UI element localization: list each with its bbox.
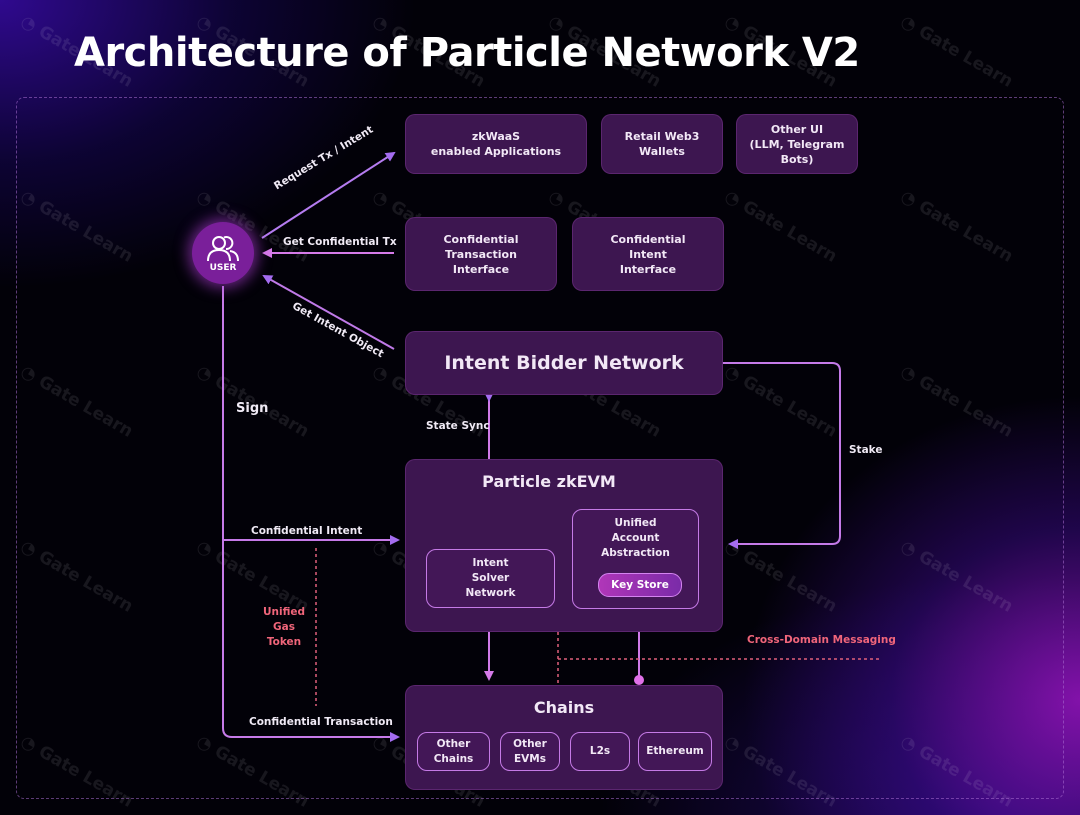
user-node[interactable]: USER: [192, 222, 254, 284]
chain-other-evms[interactable]: Other EVMs: [500, 732, 560, 771]
get-confidential-tx-label: Get Confidential Tx: [283, 236, 397, 248]
app-zkwaas[interactable]: zkWaaS enabled Applications: [405, 114, 587, 174]
key-store-dot-bottom: [634, 675, 644, 685]
get-intent-object-arrow: [262, 275, 395, 350]
sign-label: Sign: [236, 401, 269, 416]
confidential-transaction-interface[interactable]: Confidential Transaction Interface: [405, 217, 557, 291]
request-arrow: [261, 151, 396, 239]
app-other-ui[interactable]: Other UI (LLM, Telegram Bots): [736, 114, 858, 174]
confidential-intent-interface[interactable]: Confidential Intent Interface: [572, 217, 724, 291]
chain-l2s[interactable]: L2s: [570, 732, 630, 771]
users-icon: [207, 235, 239, 261]
chains-title: Chains: [533, 698, 595, 717]
zkevm-title: Particle zkEVM: [482, 472, 616, 491]
cross-domain-label: Cross-Domain Messaging: [747, 634, 896, 646]
particle-zkevm[interactable]: Particle zkEVM: [405, 459, 723, 632]
sign-line: [222, 286, 400, 742]
app-retail-wallets[interactable]: Retail Web3 Wallets: [601, 114, 723, 174]
chain-ethereum[interactable]: Ethereum: [638, 732, 712, 771]
stake-label: Stake: [849, 444, 883, 456]
intent-bidder-network[interactable]: Intent Bidder Network: [405, 331, 723, 395]
unified-gas-token-label: Unified Gas Token: [262, 606, 306, 648]
stake-loop: [722, 362, 841, 549]
chains[interactable]: Chains: [405, 685, 723, 790]
confidential-intent-label: Confidential Intent: [251, 525, 363, 537]
diagram-title: Architecture of Particle Network V2: [74, 30, 860, 76]
intent-solver-network[interactable]: Intent Solver Network: [426, 549, 555, 608]
dashed-frame: [16, 97, 1064, 799]
key-store[interactable]: Key Store: [598, 573, 682, 597]
user-label: USER: [209, 262, 237, 273]
chain-other-chains[interactable]: Other Chains: [417, 732, 490, 771]
confidential-transaction-label: Confidential Transaction: [249, 716, 393, 728]
state-sync-label: State Sync: [426, 420, 490, 432]
